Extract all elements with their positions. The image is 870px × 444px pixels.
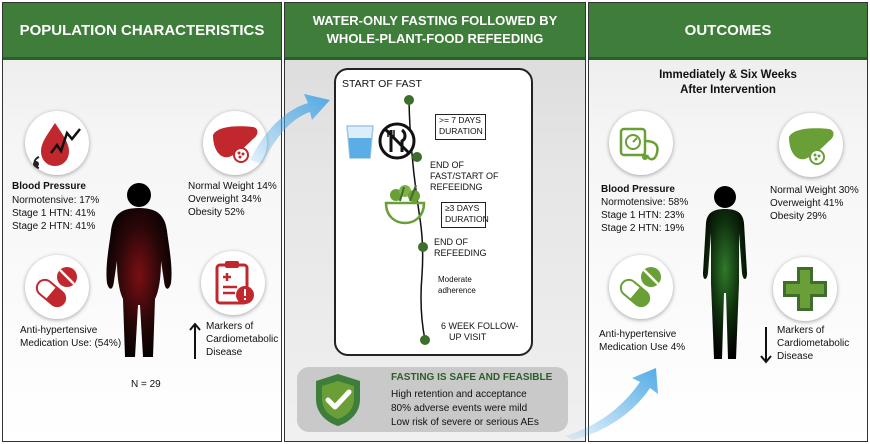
vegetables-icon: [384, 184, 426, 225]
arrow-up-icon: [189, 322, 201, 359]
end-refeed-line-2: REFEEDING: [434, 248, 487, 258]
weight-outcome-circle: [779, 113, 843, 177]
outcomes-panel: OUTCOMES Immediately & Six Weeks After I…: [588, 2, 868, 442]
markers-circle: [201, 251, 265, 315]
no-food-icon: [378, 122, 416, 160]
end-refeed-line-1: END OF: [434, 237, 469, 247]
duration2-line-1: ≥3 DAYS: [445, 203, 480, 213]
end-fast-line-2: FAST/START OF: [430, 171, 499, 181]
liver-icon: [789, 128, 834, 165]
markers-outcome-line-2: Cardiometabolic: [777, 338, 850, 349]
population-header: POPULATION CHARACTERISTICS: [3, 3, 281, 60]
intervention-header-line-1: WATER-ONLY FASTING FOLLOWED BY: [312, 13, 558, 28]
blood-pressure-circle: [25, 111, 89, 175]
bp-stage2: Stage 2 HTN: 41%: [12, 221, 96, 232]
weight-obesity: Obesity 52%: [188, 207, 245, 218]
outcomes-subtitle-line-2: After Intervention: [680, 84, 776, 96]
medication-outcome-circle: [609, 255, 673, 319]
adherence-line-1: Moderate: [438, 275, 472, 284]
medication-circle: [25, 255, 89, 319]
bp-outcome-stage2: Stage 2 HTN: 19%: [601, 223, 685, 234]
med-outcome-line-1: Anti-hypertensive: [599, 329, 677, 340]
card-line-1: High retention and acceptance: [391, 389, 527, 400]
markers-outcome-circle: [773, 257, 837, 321]
arrow-down-icon: [760, 327, 772, 364]
blood-drop-icon: [33, 123, 81, 169]
timeline-node-end-fast: [412, 152, 422, 162]
card-title: FASTING IS SAFE AND FEASIBLE: [391, 372, 553, 383]
weight-outcome-obesity: Obesity 29%: [770, 211, 827, 222]
card-line-2: 80% adverse events were mild: [391, 403, 528, 414]
bp-outcome-circle: [609, 111, 673, 175]
duration2-line-2: DURATION: [445, 214, 489, 224]
bp-normotensive: Normotensive: 17%: [12, 195, 100, 206]
duration1-line-2: DURATION: [439, 126, 483, 136]
clipboard-icon: [215, 261, 254, 305]
markers-outcome-line-1: Markers of: [777, 325, 825, 336]
markers-line-3: Disease: [206, 347, 243, 358]
adherence-line-2: adherence: [438, 286, 476, 295]
bp-stage1: Stage 1 HTN: 41%: [12, 208, 96, 219]
outcomes-header-text: OUTCOMES: [684, 21, 772, 39]
timeline-node-start: [404, 95, 414, 105]
bp-outcome-title: Blood Pressure: [601, 184, 675, 195]
liver-icon: [213, 126, 258, 163]
medical-cross-icon: [783, 267, 827, 311]
duration-box-1: >= 7 DAYS DURATION: [435, 114, 486, 140]
timeline-node-followup: [420, 335, 430, 345]
safety-card: FASTING IS SAFE AND FEASIBLE High retent…: [297, 367, 568, 432]
population-panel: POPULATION CHARACTERISTICS Blood Pressur…: [2, 2, 282, 442]
card-line-3: Low risk of severe or serious AEs: [391, 417, 539, 428]
outcomes-header: OUTCOMES: [589, 3, 867, 60]
med-outcome-line-2: Medication Use 4%: [599, 342, 686, 353]
human-figure-obese: [106, 183, 172, 357]
pill-icon: [619, 267, 661, 308]
followup-line-1: 6 WEEK FOLLOW-: [441, 321, 519, 331]
sample-size: N = 29: [131, 379, 161, 390]
med-line-1: Anti-hypertensive: [20, 325, 98, 336]
med-line-2: Medication Use: (54%): [20, 338, 122, 349]
markers-outcome-line-3: Disease: [777, 351, 814, 362]
intervention-header: WATER-ONLY FASTING FOLLOWED BY WHOLE-PLA…: [285, 3, 585, 60]
weight-outcome-overweight: Overweight 41%: [770, 198, 844, 209]
weight-circle: [203, 111, 267, 175]
followup-line-2: UP VISIT: [449, 332, 487, 342]
timeline-node-end-refeed: [418, 242, 428, 252]
duration1-line-1: >= 7 DAYS: [439, 115, 481, 125]
markers-line-2: Cardiometabolic: [206, 334, 279, 345]
bp-title: Blood Pressure: [12, 181, 86, 192]
markers-line-1: Markers of: [206, 321, 254, 332]
end-fast-line-1: END OF: [430, 160, 465, 170]
timeline-box: [334, 68, 533, 356]
human-figure-lean: [703, 186, 747, 359]
bp-outcome-stage1: Stage 1 HTN: 23%: [601, 210, 685, 221]
outcomes-subtitle-line-1: Immediately & Six Weeks: [659, 69, 797, 81]
weight-normal: Normal Weight 14%: [188, 181, 277, 192]
water-glass-icon: [346, 125, 374, 159]
duration-box-2: ≥3 DAYS DURATION: [441, 202, 489, 228]
population-header-text: POPULATION CHARACTERISTICS: [19, 21, 265, 39]
weight-outcome-normal: Normal Weight 30%: [770, 185, 859, 196]
intervention-header-line-2: WHOLE-PLANT-FOOD REFEEDING: [326, 31, 544, 46]
gauge-icon: [619, 127, 659, 161]
bp-outcome-normotensive: Normotensive: 58%: [601, 197, 689, 208]
start-of-fast-label: START OF FAST: [342, 78, 422, 90]
end-fast-line-3: REFEEIDNG: [430, 182, 483, 192]
pill-icon: [35, 267, 77, 308]
weight-overweight: Overweight 34%: [188, 194, 262, 205]
check-shield-icon: [316, 374, 360, 426]
